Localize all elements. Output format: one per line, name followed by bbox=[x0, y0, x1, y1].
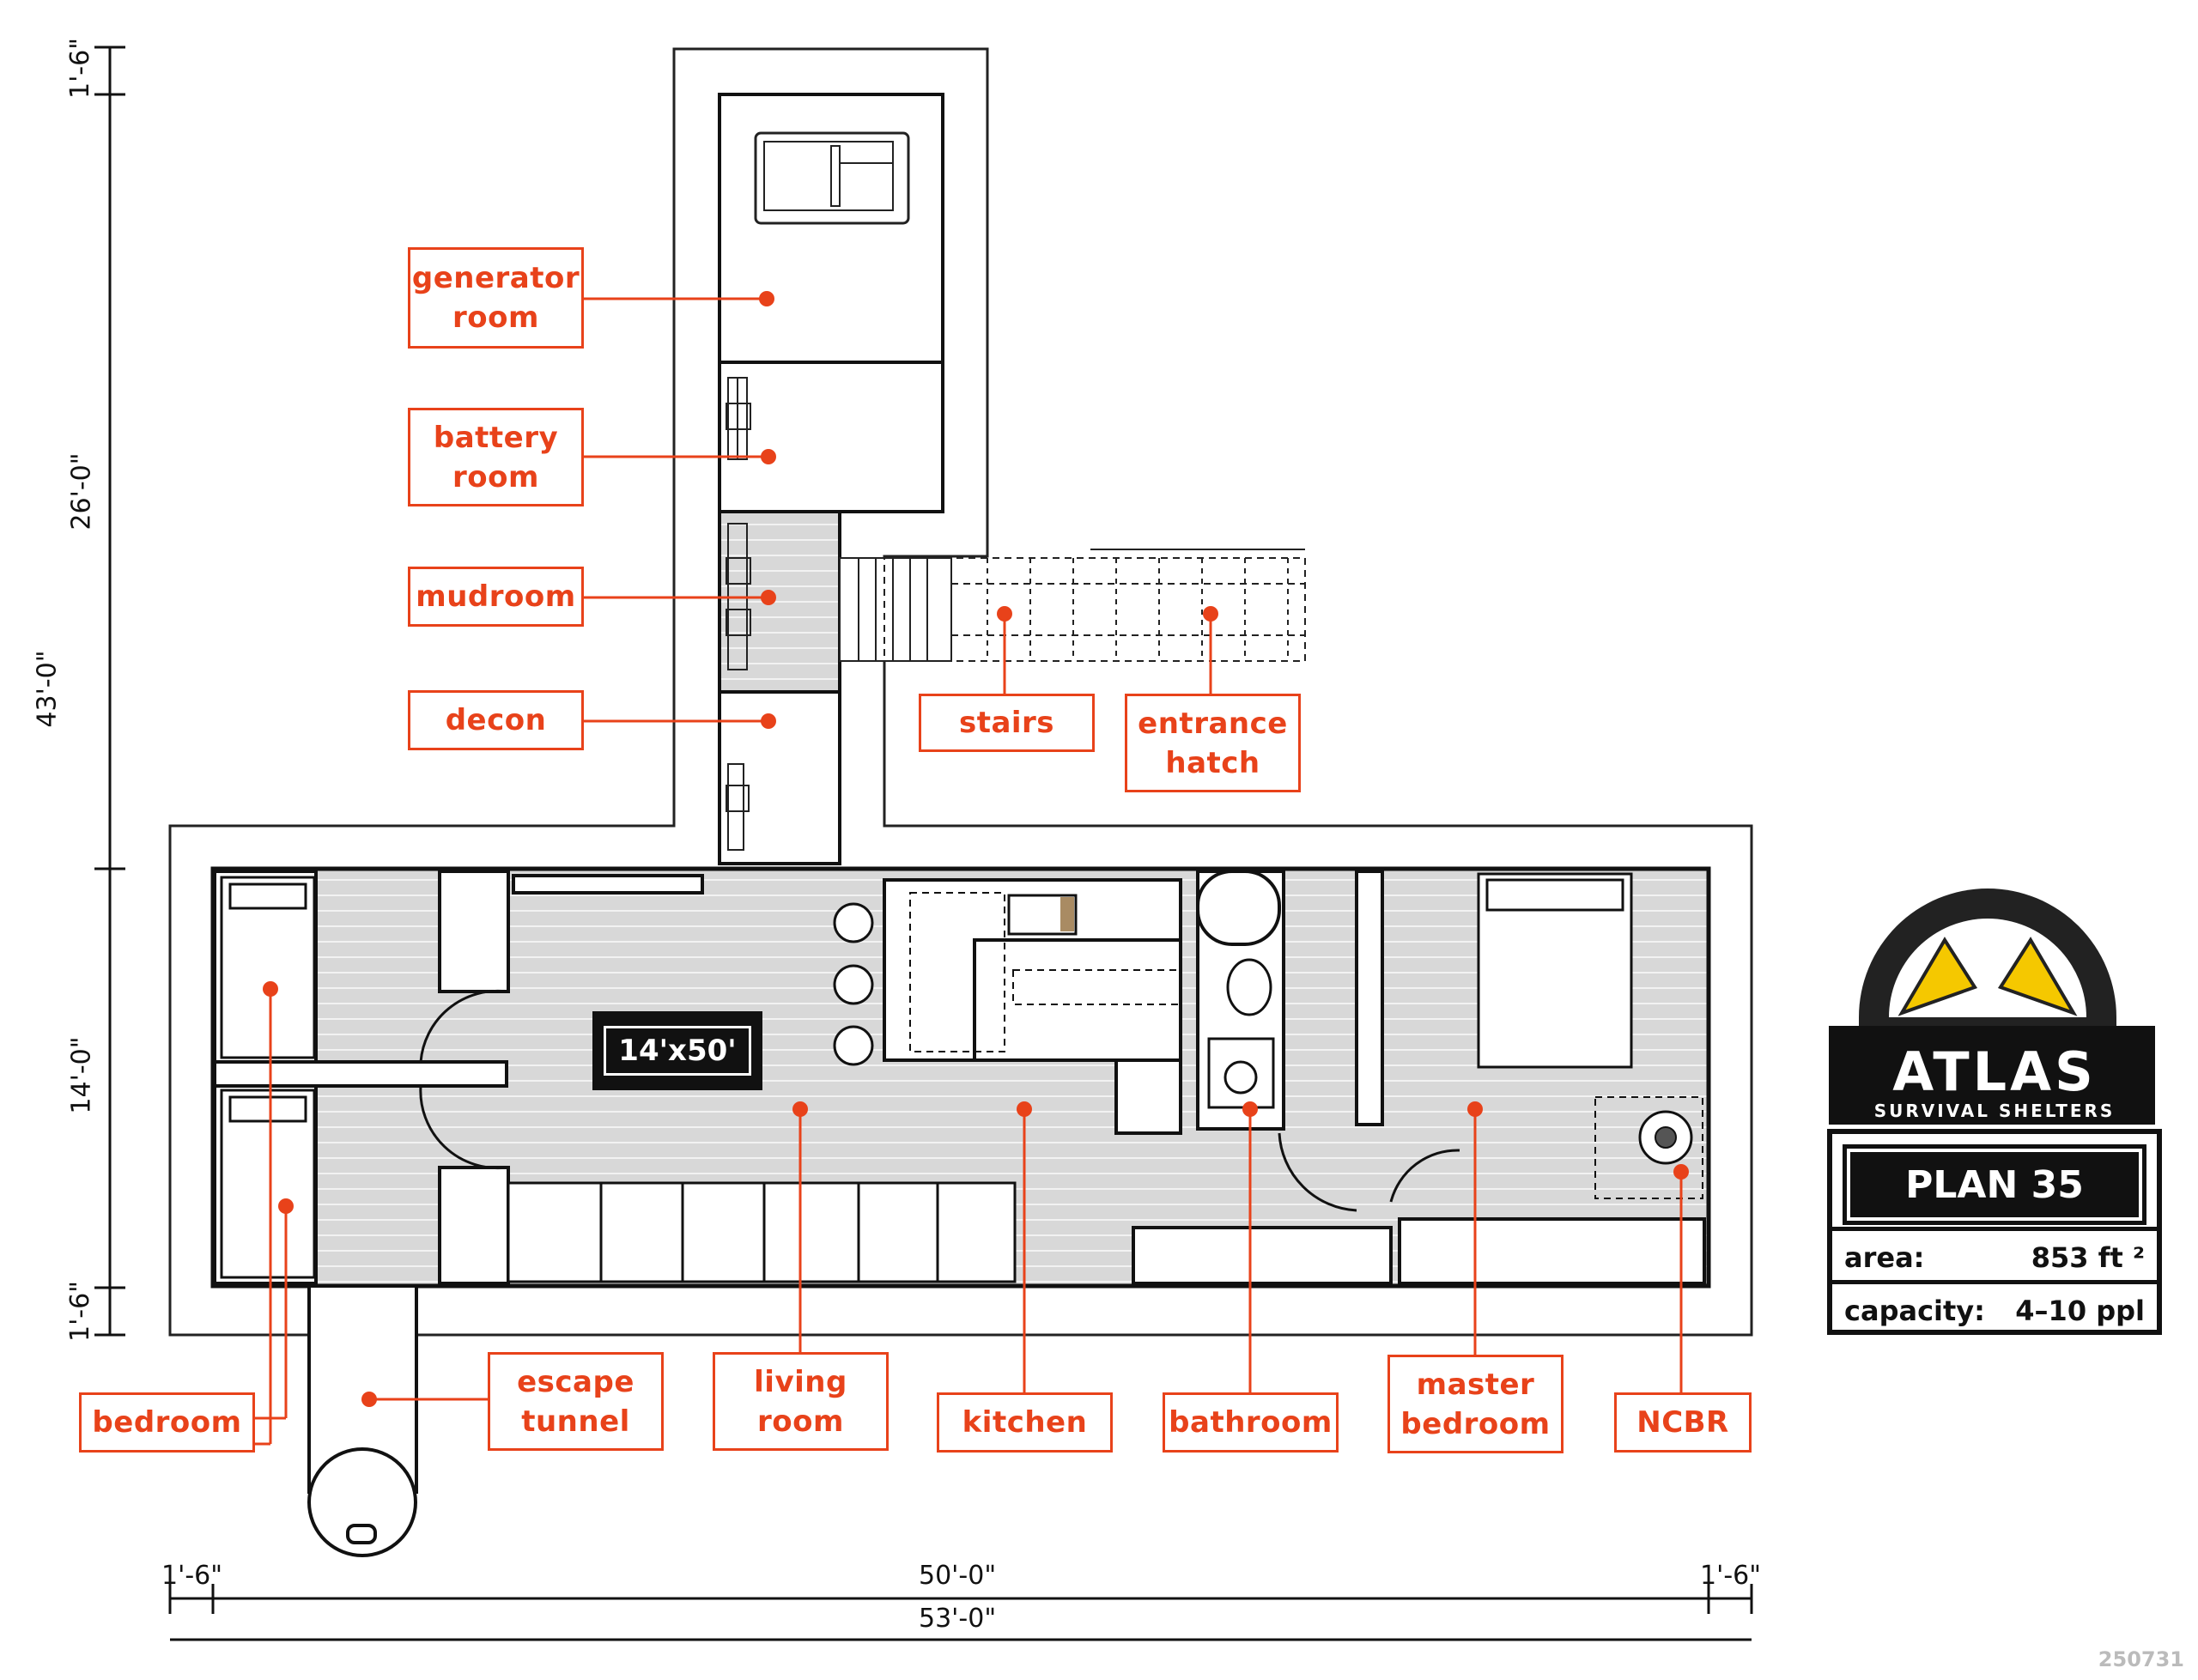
label-decon: decon bbox=[408, 690, 584, 750]
brand-subtitle: SURVIVAL SHELTERS bbox=[1873, 1101, 2116, 1121]
door-swings bbox=[419, 989, 1460, 1212]
dim-left-tower: 26'-0" bbox=[66, 452, 97, 531]
brand-name: ATLAS bbox=[1892, 1040, 2097, 1103]
bathroom-fixtures bbox=[1207, 958, 1275, 1109]
label-ncbr: NCBR bbox=[1614, 1392, 1752, 1453]
stairs-drawing bbox=[839, 549, 1306, 662]
container-size-tag: 14'x50' bbox=[592, 1011, 762, 1090]
decon-shower-icon bbox=[726, 763, 750, 851]
label-kitchen: kitchen bbox=[937, 1392, 1113, 1453]
label-stairs: stairs bbox=[919, 694, 1095, 752]
dimension-lines bbox=[94, 45, 1753, 1641]
dim-bottom-total: 53'-0" bbox=[919, 1604, 997, 1634]
label-mudroom: mudroom bbox=[408, 567, 584, 627]
label-escape-tunnel: escape tunnel bbox=[488, 1352, 664, 1451]
dim-left-container: 14'-0" bbox=[66, 1036, 97, 1114]
atlas-logo-emblem bbox=[1829, 889, 2155, 1125]
label-generator-room: generator room bbox=[408, 247, 584, 349]
plan-info-box: PLAN 35 area: 853 ft ² capacity: 4–10 pp… bbox=[1827, 1129, 2162, 1335]
mudroom-area bbox=[718, 510, 841, 694]
dim-left-bottom: 1'-6" bbox=[65, 1280, 96, 1343]
image-id-stamp: 250731 bbox=[2098, 1647, 2184, 1671]
dim-bottom-left: 1'-6" bbox=[161, 1561, 223, 1591]
dim-bottom-right: 1'-6" bbox=[1700, 1561, 1762, 1591]
capacity-row: capacity: 4–10 ppl bbox=[1832, 1280, 2157, 1337]
area-label: area: bbox=[1844, 1241, 1925, 1274]
sofa bbox=[507, 1181, 1017, 1283]
capacity-value: 4–10 ppl bbox=[2015, 1295, 2145, 1327]
dim-bottom-center: 50'-0" bbox=[919, 1561, 997, 1591]
label-bedroom: bedroom bbox=[79, 1392, 255, 1453]
leader-lines bbox=[254, 297, 1683, 1446]
bedroom-beds bbox=[220, 872, 1633, 1279]
kitchen-island bbox=[909, 892, 1181, 1052]
label-living-room: living room bbox=[713, 1352, 889, 1451]
generator-icon bbox=[754, 131, 910, 225]
label-entrance-hatch: entrance hatch bbox=[1125, 694, 1301, 792]
label-battery-room: battery room bbox=[408, 408, 584, 506]
label-bathroom: bathroom bbox=[1163, 1392, 1339, 1453]
decon-area bbox=[718, 690, 841, 865]
area-row: area: 853 ft ² bbox=[1832, 1227, 2157, 1284]
capacity-label: capacity: bbox=[1844, 1295, 1985, 1327]
dim-left-top: 1'-6" bbox=[65, 37, 96, 100]
escape-tunnel bbox=[307, 1284, 418, 1557]
battery-shelving-icon bbox=[726, 377, 751, 460]
container-size-text: 14'x50' bbox=[604, 1026, 751, 1076]
label-dots bbox=[263, 291, 1689, 1407]
plan-title: PLAN 35 bbox=[1843, 1144, 2146, 1225]
excavation-outline bbox=[168, 47, 1753, 1337]
kitchen-stools bbox=[833, 902, 874, 1066]
ncbr-unit bbox=[1594, 1096, 1703, 1199]
battery-room-area bbox=[718, 361, 944, 513]
dim-left-total: 43'-0" bbox=[32, 650, 63, 728]
label-master-bedroom: master bedroom bbox=[1387, 1355, 1563, 1453]
area-value: 853 ft ² bbox=[2031, 1241, 2145, 1274]
